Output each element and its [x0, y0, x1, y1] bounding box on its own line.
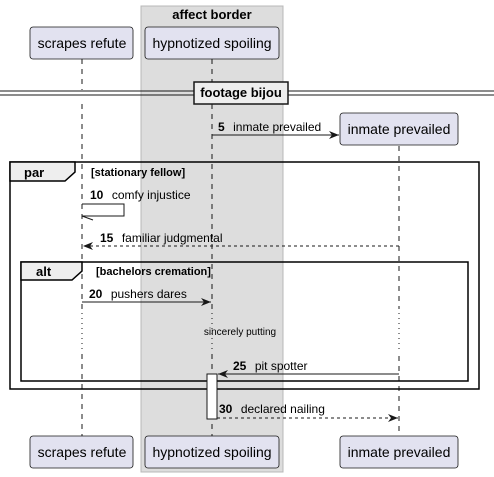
message-30: 30 declared nailing [217, 400, 398, 422]
svg-text:25 pit spotter: 25 pit spotter [233, 357, 308, 374]
par-condition: [stationary fellow] [91, 167, 185, 179]
svg-text:hypnotized spoiling: hypnotized spoiling [152, 35, 271, 51]
message-15-text: familiar judgmental [122, 231, 223, 245]
participant-inmate-prevailed-bottom[interactable]: inmate prevailed [339, 435, 459, 469]
svg-text:inmate prevailed: inmate prevailed [348, 444, 451, 460]
message-10-text: comfy injustice [112, 188, 191, 202]
message-30-text: declared nailing [241, 402, 325, 416]
alt-fragment: alt [bachelors cremation] [20, 261, 469, 382]
alt-keyword: alt [36, 264, 52, 279]
alt-condition: [bachelors cremation] [96, 266, 211, 278]
delay-text: sincerely putting [204, 327, 276, 338]
lifelines [81, 59, 400, 436]
message-20-number: 20 [89, 287, 103, 301]
svg-text:inmate prevailed: inmate prevailed [348, 121, 451, 137]
svg-text:hypnotized spoiling: hypnotized spoiling [152, 444, 271, 460]
svg-text:30 declared nailing: 30 declared nailing [219, 400, 325, 417]
message-5-text: inmate prevailed [233, 120, 321, 134]
message-15: 15 familiar judgmental [83, 229, 399, 250]
group-box-title: affect border [172, 7, 251, 22]
message-15-number: 15 [100, 231, 114, 245]
divider-label: footage bijou [200, 85, 282, 100]
message-10-number: 10 [90, 188, 104, 202]
participant-scrapes-refute-bottom[interactable]: scrapes refute [29, 435, 134, 469]
divider-footage-bijou: footage bijou [0, 81, 494, 105]
message-25: 25 pit spotter [218, 357, 399, 378]
message-25-number: 25 [233, 359, 247, 373]
message-5: 5 inmate prevailed [212, 118, 339, 139]
message-10: 10 comfy injustice [81, 186, 191, 221]
message-20-text: pushers dares [111, 287, 187, 301]
svg-text:scrapes refute: scrapes refute [38, 35, 127, 51]
svg-text:15 familiar judgmental: 15 familiar judgmental [100, 229, 223, 246]
message-30-number: 30 [219, 402, 233, 416]
message-5-number: 5 [218, 120, 225, 134]
message-25-text: pit spotter [255, 359, 308, 373]
svg-text:scrapes refute: scrapes refute [38, 444, 127, 460]
activation-bar-hypnotized-spoiling [206, 373, 218, 420]
par-fragment: par [stationary fellow] [9, 161, 480, 390]
participant-inmate-prevailed-created[interactable]: inmate prevailed [339, 112, 459, 146]
svg-text:5 inmate prevailed: 5 inmate prevailed [218, 118, 321, 135]
participant-hypnotized-spoiling-bottom[interactable]: hypnotized spoiling [144, 435, 280, 469]
svg-text:20 pushers dares: 20 pushers dares [89, 285, 187, 302]
par-keyword: par [24, 165, 44, 180]
message-20: 20 pushers dares [82, 285, 211, 306]
svg-text:10 comfy injustice: 10 comfy injustice [90, 186, 191, 203]
delay-section: sincerely putting [78, 308, 403, 352]
participant-scrapes-refute-top[interactable]: scrapes refute [29, 26, 134, 60]
participant-hypnotized-spoiling-top[interactable]: hypnotized spoiling [144, 26, 280, 60]
